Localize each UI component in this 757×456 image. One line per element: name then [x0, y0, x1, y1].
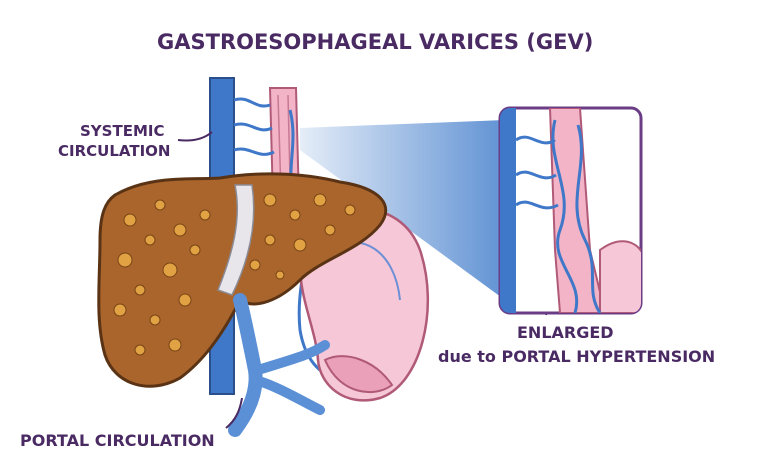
systemic-label-line1: SYSTEMIC: [80, 123, 164, 140]
diagram-title: GASTROESOPHAGEAL VARICES (GEV): [157, 31, 593, 54]
systemic-label-line2: CIRCULATION: [58, 143, 170, 160]
portal-label: PORTAL CIRCULATION: [20, 432, 215, 450]
inset-zoom: [500, 108, 645, 313]
enlarged-sublabel: due to PORTAL HYPERTENSION: [438, 348, 715, 366]
enlarged-label: ENLARGED: [517, 324, 614, 342]
systemic-leader: [178, 132, 212, 141]
